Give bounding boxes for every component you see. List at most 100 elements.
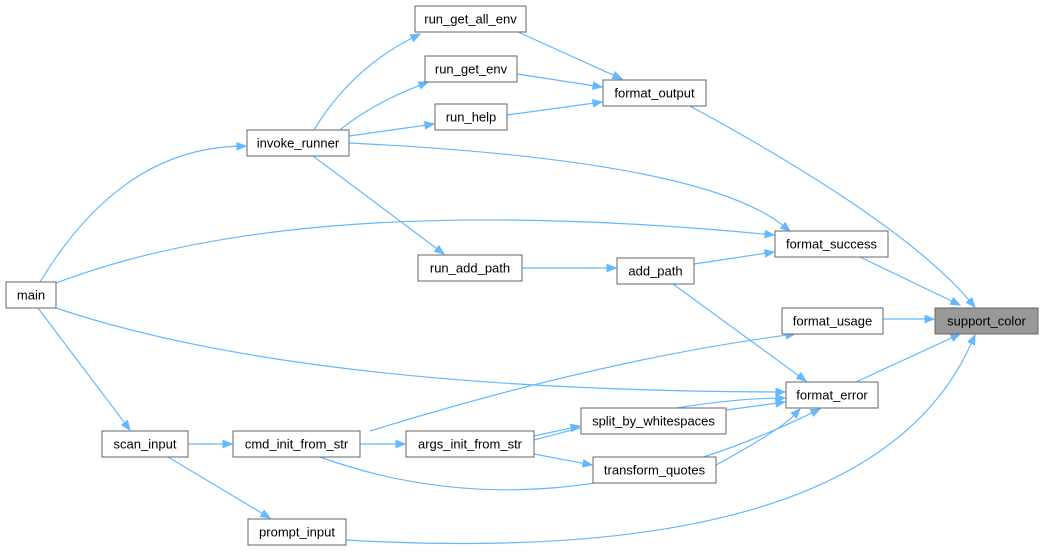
node-box <box>602 79 707 107</box>
edge-run-get-all-env-to-format-output <box>517 31 624 80</box>
edge-arrowhead <box>949 296 962 306</box>
edge-arrowhead <box>775 387 787 397</box>
edge-line <box>516 73 594 87</box>
node-box <box>781 307 884 335</box>
node-label: format_error <box>796 388 868 403</box>
edge-line <box>533 427 572 437</box>
edge-cmd-init-from-str-to-args-init-from-str <box>360 439 407 449</box>
edge-invoke-runner-to-format-success <box>348 142 792 232</box>
node-label: scan_input <box>114 437 177 452</box>
node-label: run_get_all_env <box>424 12 517 27</box>
node-box <box>424 55 518 83</box>
edge-line <box>339 84 420 131</box>
node-label: run_get_env <box>435 62 508 77</box>
node-box <box>934 307 1039 335</box>
edge-arrowhead <box>581 458 594 468</box>
edge-arrowhead <box>763 249 776 258</box>
node-label: run_help <box>446 110 497 125</box>
node-cmd-init-from-str[interactable]: cmd_init_from_str <box>232 430 361 458</box>
edge-format-usage-to-support-color <box>883 314 936 324</box>
node-run-get-all-env[interactable]: run_get_all_env <box>414 5 527 33</box>
edge-line <box>348 142 784 226</box>
node-run-help[interactable]: run_help <box>434 103 508 131</box>
node-support-color[interactable]: support_color <box>934 307 1039 335</box>
edge-arrowhead <box>949 333 962 342</box>
edges-layer <box>37 31 976 545</box>
edge-line <box>55 219 766 284</box>
edge-line <box>313 37 413 131</box>
node-label: main <box>17 288 45 303</box>
node-label: split_by_whitespaces <box>592 414 715 429</box>
node-run-get-env[interactable]: run_get_env <box>424 55 518 83</box>
node-label: support_color <box>947 314 1026 329</box>
nodes-layer: main invoke_runner scan_input prompt_input c… <box>5 5 1039 546</box>
node-label: format_usage <box>793 314 873 329</box>
edge-split-by-whitespaces-to-format-error <box>725 398 787 411</box>
node-format-error[interactable]: format_error <box>785 381 879 409</box>
edge-arrowhead <box>779 221 792 232</box>
edge-main-to-format-error <box>55 307 787 397</box>
edge-line <box>672 283 800 377</box>
node-box <box>246 129 350 157</box>
edge-arrowhead <box>967 333 976 346</box>
node-box <box>417 254 523 282</box>
node-split-by-whitespaces[interactable]: split_by_whitespaces <box>580 407 727 435</box>
edge-line <box>517 31 615 76</box>
node-box <box>414 5 527 33</box>
node-box <box>405 430 535 458</box>
edge-invoke-runner-to-run-help <box>348 121 436 137</box>
node-label: format_success <box>786 237 878 252</box>
node-format-success[interactable]: format_success <box>774 230 889 258</box>
edge-arrowhead <box>433 244 446 255</box>
edge-arrowhead <box>611 71 624 80</box>
edge-invoke-runner-to-run-add-path <box>312 155 446 255</box>
edge-line <box>369 334 787 432</box>
edge-arrowhead <box>790 408 801 419</box>
edge-arrowhead <box>809 408 822 418</box>
edge-add-path-to-format-success <box>693 249 776 265</box>
edge-line <box>725 402 777 411</box>
edge-format-output-to-support-color <box>689 105 976 309</box>
edge-arrowhead <box>236 141 248 151</box>
edge-run-help-to-format-output <box>506 98 604 116</box>
node-box <box>101 430 189 458</box>
edge-scan-input-to-cmd-init-from-str <box>188 439 234 449</box>
edge-arrowhead <box>409 33 422 43</box>
edge-main-to-invoke-runner <box>39 141 248 283</box>
edge-arrowhead <box>764 229 776 239</box>
edge-line <box>855 337 953 383</box>
node-args-init-from-str[interactable]: args_init_from_str <box>405 430 535 458</box>
edge-line <box>312 155 438 250</box>
edge-arrowhead <box>423 121 436 130</box>
edge-scan-input-to-prompt-input <box>167 456 272 519</box>
node-scan-input[interactable]: scan_input <box>101 430 189 458</box>
edge-cmd-init-from-str-to-format-error <box>319 408 822 491</box>
node-prompt-input[interactable]: prompt_input <box>247 518 347 546</box>
node-invoke-runner[interactable]: invoke_runner <box>246 129 350 157</box>
edge-arrowhead <box>591 98 604 108</box>
node-label: transform_quotes <box>604 463 706 478</box>
node-run-add-path[interactable]: run_add_path <box>417 254 523 282</box>
node-box <box>5 281 57 309</box>
node-label: args_init_from_str <box>418 437 523 452</box>
edge-invoke-runner-to-run-get-all-env <box>313 33 422 131</box>
edge-line <box>715 415 795 466</box>
edge-arrowhead <box>775 398 787 408</box>
node-box <box>616 257 695 285</box>
node-label: format_output <box>614 86 695 101</box>
edge-line <box>345 342 972 545</box>
node-format-output[interactable]: format_output <box>602 79 707 107</box>
edge-line <box>348 124 426 137</box>
node-main[interactable]: main <box>5 281 57 309</box>
node-label: cmd_init_from_str <box>245 437 349 452</box>
node-box <box>434 103 508 131</box>
edge-arrowhead <box>120 419 131 432</box>
node-transform-quotes[interactable]: transform_quotes <box>592 456 717 484</box>
edge-arrowhead <box>417 81 430 90</box>
edge-line <box>506 102 594 116</box>
edge-arrowhead <box>259 509 272 519</box>
edge-main-to-format-success <box>55 219 776 284</box>
node-add-path[interactable]: add_path <box>616 257 695 285</box>
node-format-usage[interactable]: format_usage <box>781 307 884 335</box>
